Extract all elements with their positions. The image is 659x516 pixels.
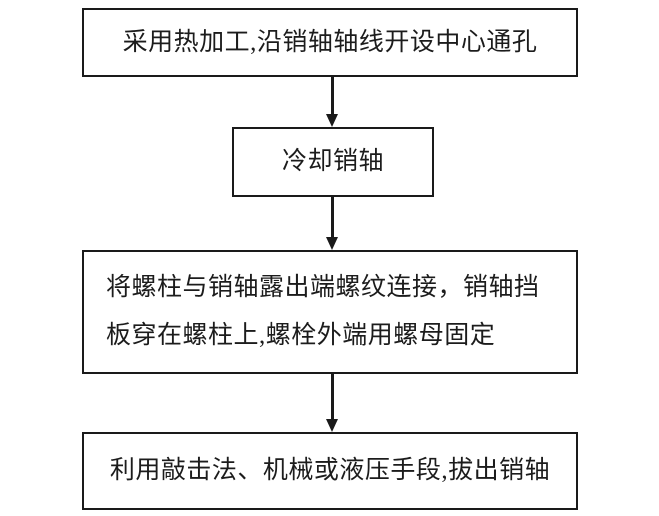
flowchart-node-step-4: 利用敲击法、机械或液压手段,拔出销轴: [82, 432, 578, 510]
flowchart-arrow-step1-to-step2: [326, 77, 339, 127]
flowchart-node-step-1-label: 采用热加工,沿销轴轴线开设中心通孔: [122, 28, 538, 56]
arrow-head-icon: [326, 237, 338, 250]
flowchart-node-step-2-label: 冷却销轴: [281, 148, 384, 175]
arrow-stem: [331, 77, 334, 115]
flowchart-node-step-2: 冷却销轴: [232, 127, 434, 197]
flowchart-arrow-step3-to-step4: [326, 374, 339, 432]
flowchart-node-step-1: 采用热加工,沿销轴轴线开设中心通孔: [82, 8, 578, 77]
arrow-stem: [331, 374, 334, 420]
flowchart-arrow-step2-to-step3: [326, 197, 339, 250]
flowchart-node-step-3: 将螺柱与销轴露出端螺纹连接，销轴挡 板穿在螺柱上,螺栓外端用螺母固定: [82, 250, 578, 374]
arrow-head-icon: [326, 114, 338, 127]
flowchart-node-step-4-label: 利用敲击法、机械或液压手段,拔出销轴: [109, 457, 551, 484]
arrow-stem: [331, 197, 334, 238]
flowchart-node-step-3-label: 将螺柱与销轴露出端螺纹连接，销轴挡 板穿在螺柱上,螺栓外端用螺母固定: [106, 274, 540, 349]
arrow-head-icon: [326, 419, 338, 432]
